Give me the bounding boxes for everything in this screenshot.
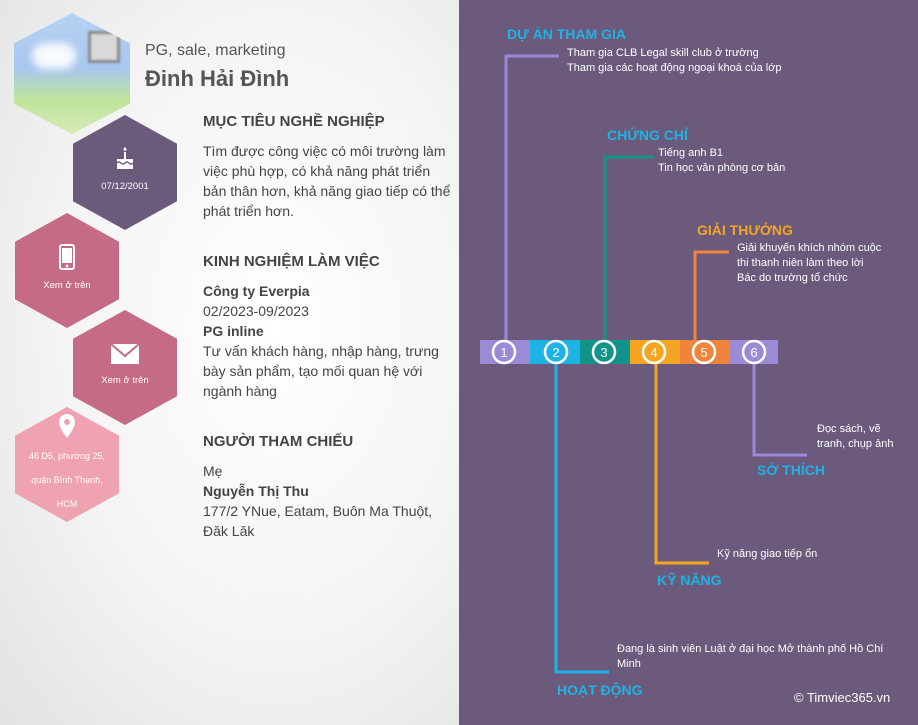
phone-caption: Xem ở trên — [43, 279, 91, 291]
timeline-number: 4 — [650, 345, 657, 360]
avatar-frame — [88, 31, 120, 63]
activities-heading: HOẠT ĐỘNG — [557, 682, 643, 698]
timeline-segment-5 — [680, 340, 730, 364]
connector-line-1 — [504, 54, 559, 340]
experience-line: bày sản phẩm, tạo mối quan hệ với — [203, 363, 423, 379]
dob-text: 07/12/2001 — [101, 180, 149, 192]
address-hexagon: 46 D5, phường 25, quận Bình Thạnh, HCM — [15, 407, 119, 522]
timeline-segment-6 — [730, 340, 778, 364]
timeline-graphic: 1 2 3 4 5 6 — [480, 54, 807, 674]
timeline-marker-2: 2 — [543, 339, 569, 365]
timeline-segment-1 — [480, 340, 530, 364]
certificates-line: Tin học văn phòng cơ bản — [658, 162, 786, 174]
connector-line-2 — [554, 362, 609, 674]
awards-text: Giải khuyến khích nhóm cuộc thi thanh ni… — [737, 241, 881, 286]
projects-heading: DỰ ÁN THAM GIA — [507, 26, 626, 42]
connector-line-3 — [603, 155, 654, 340]
avatar — [14, 13, 130, 134]
reference-heading: NGƯỜI THAM CHIẾU — [203, 433, 354, 450]
map-pin-icon — [59, 413, 75, 438]
awards-line: Giải khuyến khích nhóm cuộc — [737, 242, 882, 254]
phone-icon — [59, 243, 75, 270]
reference-body: Mẹ Nguyễn Thị Thu 177/2 YNue, Eatam, Buô… — [203, 461, 453, 541]
connector-line-5 — [693, 250, 729, 340]
email-hexagon: Xem ở trên — [73, 310, 177, 425]
hobbies-line: Đọc sách, vẽ — [817, 423, 881, 435]
phone-hexagon: Xem ở trên — [15, 213, 119, 328]
awards-line: Bác do trường tổ chức — [737, 272, 848, 284]
experience-company: Công ty Everpia — [203, 283, 310, 299]
profile-name: Đinh Hải Đình — [145, 66, 290, 91]
dob-hexagon: 07/12/2001 — [73, 115, 177, 230]
skills-line: Kỹ năng giao tiếp ổn — [717, 548, 818, 560]
timeline-number: 6 — [750, 345, 757, 360]
objective-line: phát triển hơn. — [203, 203, 294, 219]
experience-body: Công ty Everpia 02/2023-09/2023 PG inlin… — [203, 281, 453, 401]
hobbies-text: Đọc sách, vẽ tranh, chụp ảnh — [817, 422, 893, 452]
copyright-text: © Timviec365.vn — [794, 690, 891, 705]
connector-line-6 — [752, 362, 807, 457]
timeline-number: 2 — [552, 345, 559, 360]
activities-line: Minh — [617, 658, 641, 670]
awards-heading: GIẢI THƯỞNG — [697, 222, 793, 238]
timeline-segment-3 — [580, 340, 630, 364]
left-panel: PG, sale, marketing Đinh Hải Đình 07/12/… — [0, 0, 459, 725]
activities-line: Đang là sinh viên Luật ở đại học Mở thàn… — [617, 643, 884, 655]
avatar-cloud — [32, 43, 76, 69]
reference-address-line: Đăk Lăk — [203, 523, 255, 539]
address-line: HCM — [56, 498, 78, 509]
birthday-cake-icon — [116, 146, 134, 169]
experience-line: Tư vấn khách hàng, nhập hàng, trưng — [203, 343, 439, 359]
connector-line-4 — [654, 362, 709, 565]
timeline-marker-3: 3 — [591, 339, 617, 365]
awards-line: thi thanh niên làm theo lời — [737, 257, 864, 269]
activities-text: Đang là sinh viên Luật ở đại học Mở thàn… — [617, 642, 917, 672]
right-panel: 1 2 3 4 5 6 DỰ ÁN THAM GIA Tham gia CLB … — [459, 0, 918, 725]
timeline-marker-5: 5 — [691, 339, 717, 365]
experience-line: ngành hàng — [203, 383, 277, 399]
reference-relation: Mẹ — [203, 463, 223, 479]
reference-address-line: 177/2 YNue, Eatam, Buôn Ma Thuột, — [203, 503, 433, 519]
objective-line: việc phù hợp, có khả năng phát triển — [203, 163, 431, 179]
objective-line: Tìm được công việc có môi trường làm — [203, 143, 446, 159]
envelope-icon — [110, 342, 140, 364]
skills-heading: KỸ NĂNG — [657, 572, 722, 588]
objective-body: Tìm được công việc có môi trường làm việ… — [203, 141, 453, 221]
timeline-marker-6: 6 — [741, 339, 767, 365]
objective-heading: MỤC TIÊU NGHỀ NGHIỆP — [203, 113, 385, 130]
certificates-heading: CHỨNG CHỈ — [607, 127, 688, 143]
certificates-text: Tiếng anh B1 Tin học văn phòng cơ bản — [658, 146, 785, 176]
timeline-number: 5 — [700, 345, 707, 360]
experience-period: 02/2023-09/2023 — [203, 303, 309, 319]
projects-line: Tham gia CLB Legal skill club ở trường — [567, 47, 759, 59]
hobbies-heading: SỞ THÍCH — [757, 462, 825, 478]
experience-position: PG inline — [203, 323, 264, 339]
objective-line: bản thân hơn, khả năng giao tiếp có thể — [203, 183, 451, 199]
profile-role: PG, sale, marketing — [145, 42, 286, 59]
timeline-number: 1 — [500, 345, 507, 360]
projects-line: Tham gia các hoạt động ngoại khoá của lớ… — [567, 62, 782, 74]
experience-heading: KINH NGHIỆM LÀM VIỆC — [203, 253, 380, 270]
timeline-marker-1: 1 — [491, 339, 517, 365]
skills-text: Kỹ năng giao tiếp ổn — [717, 547, 817, 562]
projects-text: Tham gia CLB Legal skill club ở trường T… — [567, 46, 782, 76]
hobbies-line: tranh, chụp ảnh — [817, 438, 894, 450]
timeline-segment-4 — [630, 340, 680, 364]
certificates-line: Tiếng anh B1 — [658, 147, 724, 159]
timeline-marker-4: 4 — [641, 339, 667, 365]
email-caption: Xem ở trên — [101, 374, 149, 386]
address-line: quận Bình Thạnh, — [31, 474, 103, 485]
address-line: 46 D5, phường 25, — [29, 450, 105, 461]
timeline-segment-2 — [530, 340, 580, 364]
timeline-number: 3 — [600, 345, 607, 360]
reference-name: Nguyễn Thị Thu — [203, 483, 309, 499]
